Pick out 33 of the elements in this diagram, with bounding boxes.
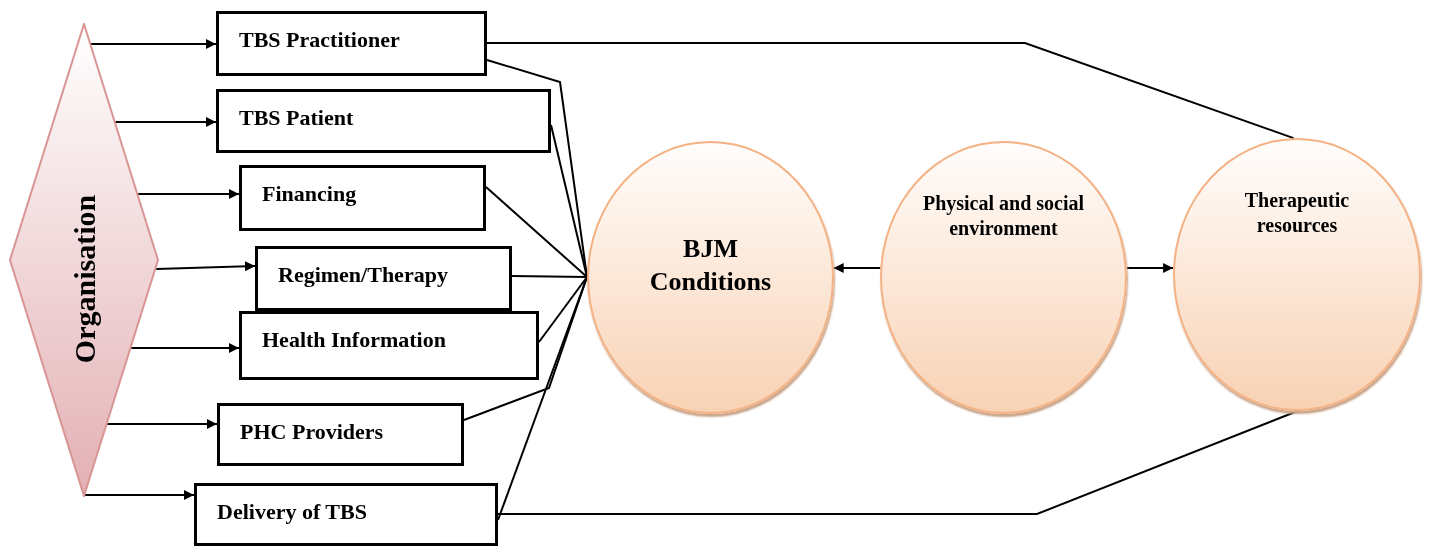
arrow — [832, 263, 882, 273]
circle-label: Therapeutic resources — [1243, 188, 1351, 238]
diamond-shape — [9, 23, 159, 497]
process-box — [239, 165, 486, 231]
diamond-label: Organisation — [66, 194, 102, 364]
box-label: PHC Providers — [240, 418, 385, 446]
arrow — [137, 189, 240, 199]
connector-line — [485, 186, 588, 278]
process-box — [194, 483, 498, 546]
arrow — [1125, 263, 1175, 273]
connector-line — [550, 124, 588, 278]
process-box — [255, 246, 512, 311]
circle-label: Physical and social environment — [921, 191, 1086, 241]
arrow — [155, 261, 256, 272]
box-label: Health Information — [262, 326, 447, 354]
box-label: Delivery of TBS — [217, 498, 368, 526]
box-label: Financing — [262, 180, 358, 208]
arrow — [114, 117, 217, 127]
connector-line — [511, 275, 588, 278]
circle-label: BJM Conditions — [648, 233, 773, 298]
arrow — [106, 419, 218, 429]
process-box — [217, 403, 464, 466]
arrow — [83, 490, 195, 500]
connector-line — [538, 276, 588, 343]
process-box — [239, 311, 539, 380]
box-label: Regimen/Therapy — [278, 261, 449, 289]
process-box — [216, 89, 551, 153]
box-label: TBS Practitioner — [239, 26, 401, 54]
process-box — [216, 11, 487, 76]
arrow — [130, 343, 240, 353]
box-label: TBS Patient — [239, 104, 355, 132]
connector-line — [486, 42, 1295, 140]
connector-line — [497, 410, 1299, 515]
